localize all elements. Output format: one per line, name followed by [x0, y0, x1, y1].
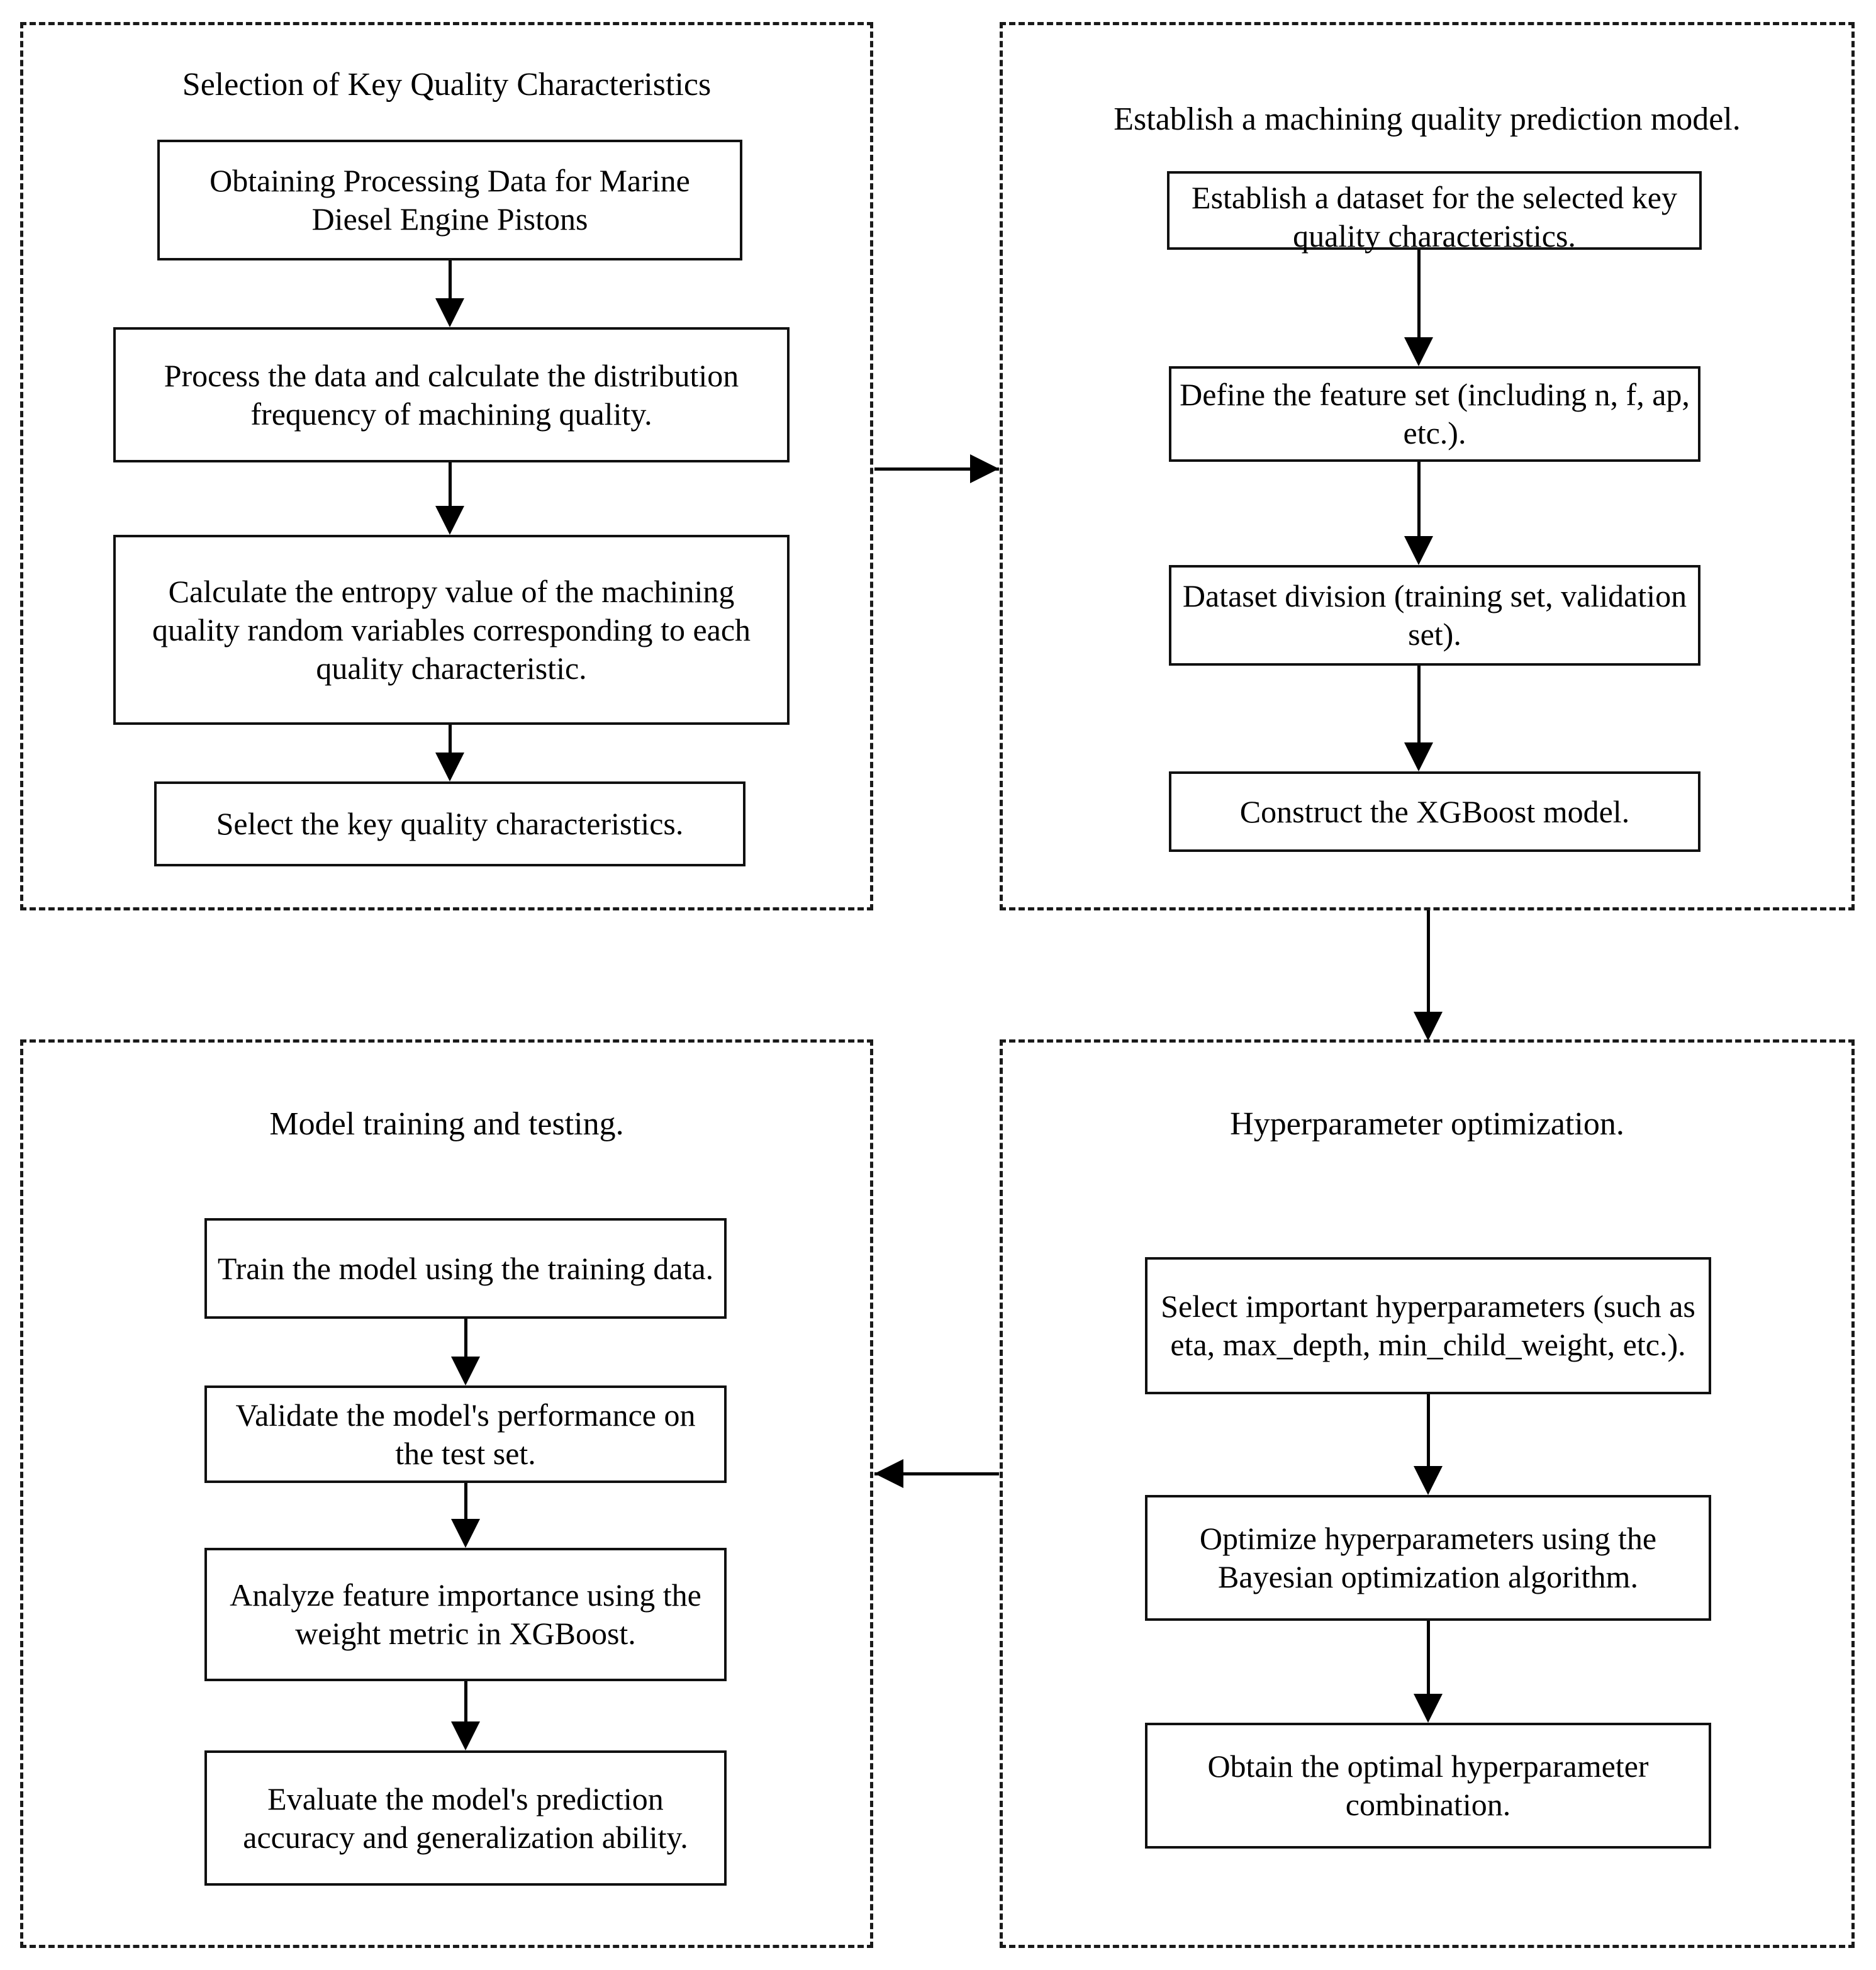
node-label: Process the data and calculate the distr… [164, 357, 739, 432]
node-label: Define the feature set (including n, f, … [1180, 377, 1690, 451]
node-define-feature-set: Define the feature set (including n, f, … [1169, 366, 1700, 462]
node-label: Obtaining Processing Data for Marine Die… [209, 163, 690, 237]
node-train-model: Train the model using the training data. [204, 1218, 727, 1319]
node-label: Dataset division (training set, validati… [1182, 578, 1687, 652]
arrow-process-to-entropy [434, 462, 466, 535]
arrow-optimize-to-obtain-optimal [1412, 1621, 1444, 1723]
node-validate-model-performance: Validate the model's performance on the … [204, 1385, 727, 1483]
node-evaluate-model-prediction: Evaluate the model's prediction accuracy… [204, 1750, 727, 1886]
connector-prediction-to-hyperparameter [1412, 910, 1444, 1041]
panel-training-testing [20, 1039, 873, 1948]
node-process-data-distribution: Process the data and calculate the distr… [113, 327, 790, 462]
panel-prediction-model [1000, 22, 1855, 910]
arrow-train-to-validate [450, 1319, 481, 1385]
panel-selection-title: Selection of Key Quality Characteristics [182, 67, 712, 103]
node-label: Establish a dataset for the selected key… [1192, 180, 1677, 254]
node-obtain-optimal-combination: Obtain the optimal hyperparameter combin… [1145, 1723, 1711, 1849]
panel-training-testing-title: Model training and testing. [269, 1106, 624, 1142]
panel-prediction-model-title: Establish a machining quality prediction… [1114, 101, 1741, 137]
node-analyze-feature-importance: Analyze feature importance using the wei… [204, 1548, 727, 1681]
arrow-dataset-to-feature-set [1403, 250, 1434, 366]
panel-hyperparameter-optimization [1000, 1039, 1855, 1948]
node-label: Optimize hyperparameters using the Bayes… [1199, 1521, 1657, 1594]
node-label: Validate the model's performance on the … [235, 1397, 696, 1471]
panel-selection [20, 22, 873, 910]
node-label: Train the model using the training data. [217, 1250, 714, 1286]
arrow-dataset-division-to-construct-model [1403, 666, 1434, 771]
node-label: Obtain the optimal hyperparameter combin… [1207, 1749, 1649, 1822]
node-select-key-quality-characteristics: Select the key quality characteristics. [154, 781, 745, 866]
arrow-analyze-to-evaluate [450, 1681, 481, 1750]
node-label: Select the key quality characteristics. [216, 806, 684, 841]
node-label: Select important hyperparameters (such a… [1161, 1289, 1695, 1362]
arrow-entropy-to-select [434, 725, 466, 781]
arrow-select-hp-to-optimize [1412, 1394, 1444, 1495]
arrow-validate-to-analyze [450, 1483, 481, 1548]
node-label: Evaluate the model's prediction accuracy… [243, 1781, 688, 1855]
node-obtaining-processing-data: Obtaining Processing Data for Marine Die… [157, 140, 742, 260]
connector-selection-to-prediction [874, 453, 999, 484]
node-establish-dataset: Establish a dataset for the selected key… [1167, 171, 1702, 254]
node-label: Calculate the entropy value of the machi… [152, 573, 751, 686]
node-label: Analyze feature importance using the wei… [230, 1577, 701, 1651]
panel-hyperparameter-optimization-title: Hyperparameter optimization. [1230, 1106, 1624, 1142]
node-dataset-division: Dataset division (training set, validati… [1169, 565, 1700, 666]
arrow-feature-set-to-dataset-division [1403, 462, 1434, 565]
arrow-obtaining-to-process [434, 260, 466, 327]
node-select-important-hyperparameters: Select important hyperparameters (such a… [1145, 1257, 1711, 1394]
node-construct-xgboost-model: Construct the XGBoost model. [1169, 771, 1700, 852]
node-label: Construct the XGBoost model. [1239, 793, 1630, 829]
connector-hyperparameter-to-training [874, 1458, 999, 1489]
node-optimize-hyperparameters-bayesian: Optimize hyperparameters using the Bayes… [1145, 1495, 1711, 1621]
node-calculate-entropy-value: Calculate the entropy value of the machi… [113, 535, 790, 725]
